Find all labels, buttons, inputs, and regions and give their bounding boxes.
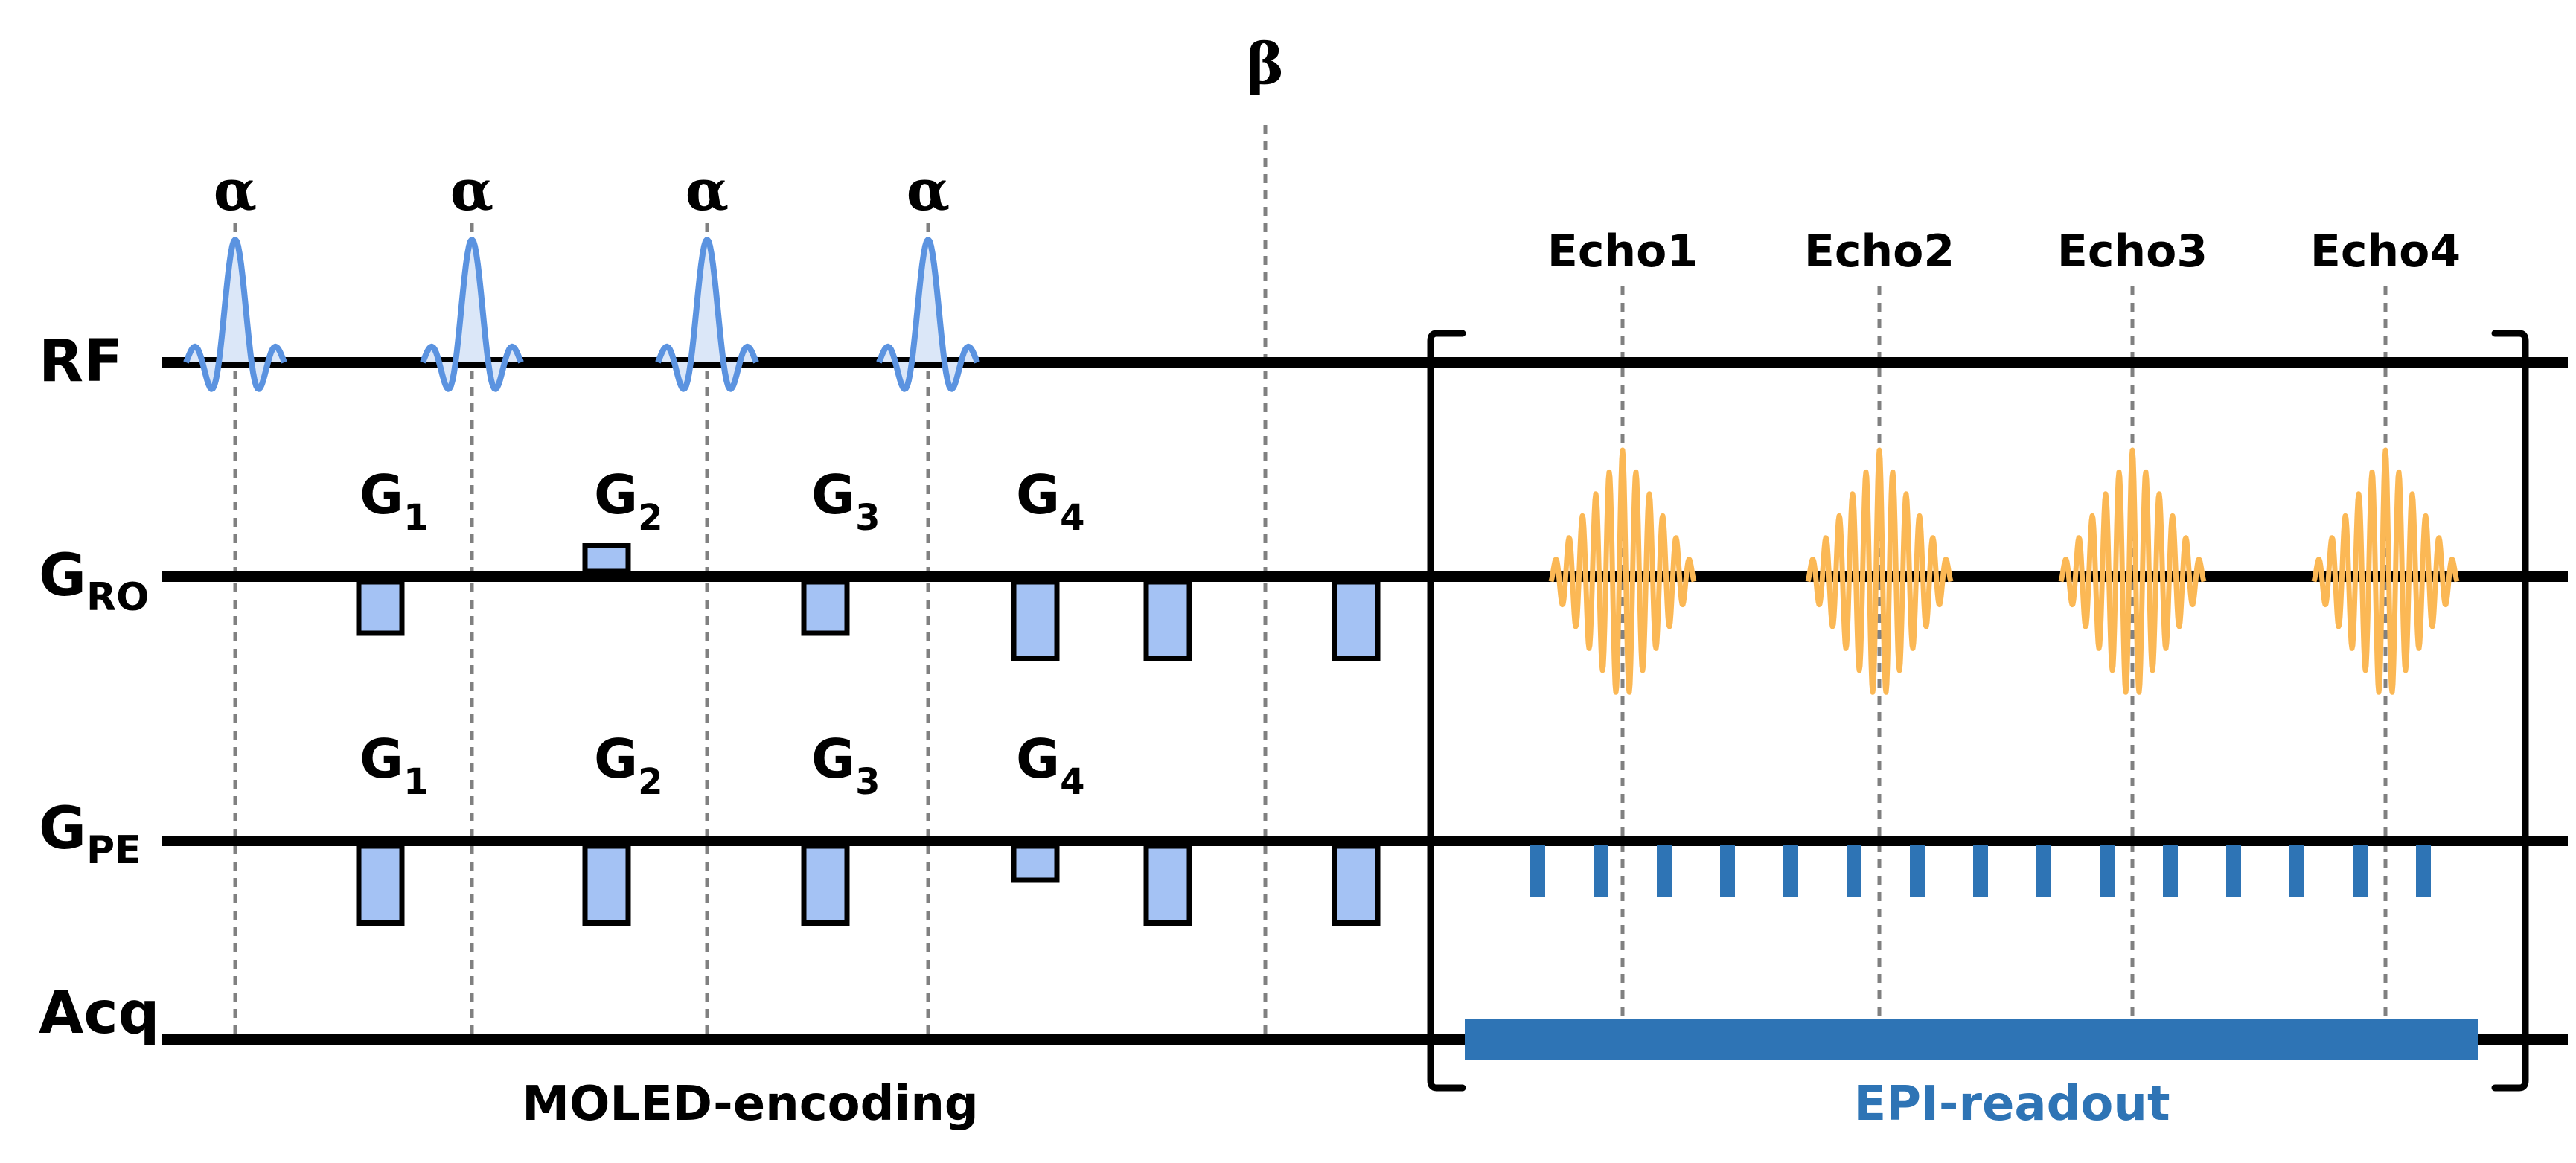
epi-phase-blips <box>1530 845 2431 897</box>
rf-sinc-pulse <box>420 237 524 392</box>
epi-blip <box>1594 845 1608 897</box>
alpha-label: α <box>214 157 257 223</box>
gro-g1-label: G1 <box>359 464 429 539</box>
gpe-label-main: G <box>39 795 86 862</box>
gpe-g4-label: G4 <box>1016 728 1085 803</box>
epi-blip <box>2416 845 2431 897</box>
gradient-label-main: G <box>359 464 403 526</box>
epi-blip <box>1973 845 1988 897</box>
epi-blip <box>1530 845 1545 897</box>
gpe-g2-label: G2 <box>594 728 663 803</box>
gradient-label-main: G <box>1016 464 1060 526</box>
epi-blip <box>1720 845 1735 897</box>
gradient-label-subscript: 3 <box>855 761 880 803</box>
echo3-signal <box>2058 447 2207 695</box>
epi-blip <box>2163 845 2178 897</box>
epi-blip <box>1910 845 1925 897</box>
echo1-label: Echo1 <box>1547 225 1698 278</box>
readout-bracket-right <box>2491 330 2529 1092</box>
echo1-signal <box>1548 447 1697 695</box>
moled-encoding-label: MOLED-encoding <box>522 1077 978 1132</box>
alpha-label: α <box>685 157 729 223</box>
gro-label-subscript: RO <box>86 575 149 620</box>
gro-g4-label: G4 <box>1016 464 1085 539</box>
gradient-label-subscript: 2 <box>638 497 662 539</box>
rf-row-label: RF <box>39 328 123 395</box>
epi-blip <box>1657 845 1672 897</box>
epi-blip <box>2289 845 2304 897</box>
echo-signals <box>1548 447 2460 695</box>
epi-blip <box>2226 845 2241 897</box>
gro-lobe-g2 <box>582 543 631 574</box>
epi-blip <box>2100 845 2115 897</box>
epi-blip <box>1847 845 1861 897</box>
gpe-lobe-g3 <box>801 843 850 926</box>
gradient-label-main: G <box>811 464 855 526</box>
gpe-lobe-g4a <box>1011 843 1060 883</box>
acquisition-window-bar <box>1465 1019 2478 1060</box>
rf-sinc-pulse <box>655 237 759 392</box>
beta-label: β <box>1247 31 1284 97</box>
gpe-lobe-g1 <box>356 843 405 926</box>
gpe-label-subscript: PE <box>86 828 141 873</box>
epi-readout-label: EPI-readout <box>1853 1077 2170 1132</box>
gpe-g3-label: G3 <box>811 728 880 803</box>
alpha-label: α <box>907 157 950 223</box>
gpe-gradient-lobes <box>356 843 1381 926</box>
gro-lobe-g4b <box>1143 579 1192 661</box>
gradient-label-main: G <box>1016 728 1060 790</box>
readout-bracket-left <box>1427 330 1466 1092</box>
echo4-label: Echo4 <box>2310 225 2461 278</box>
gradient-label-subscript: 3 <box>855 497 880 539</box>
echo-labels: Echo1 Echo2 Echo3 Echo4 <box>1547 225 2461 278</box>
gro-lobe-g1 <box>356 579 405 636</box>
alpha-label: α <box>450 157 493 223</box>
gro-gradient-lobes <box>356 543 1381 661</box>
rf-sinc-pulse <box>183 237 287 392</box>
gpe-lobe-g4b <box>1143 843 1192 926</box>
gro-lobe-g3 <box>801 579 850 636</box>
gpe-g1-label: G1 <box>359 728 429 803</box>
gpe-lobe-crusher <box>1332 843 1381 926</box>
gradient-label-subscript: 2 <box>638 761 662 803</box>
gro-g2-label: G2 <box>594 464 663 539</box>
gradient-label-main: G <box>594 728 638 790</box>
gro-lobe-g4a <box>1011 579 1060 661</box>
gradient-label-subscript: 4 <box>1060 497 1084 539</box>
gradient-label-main: G <box>811 728 855 790</box>
acq-row-label: Acq <box>39 980 159 1047</box>
rf-sinc-pulse <box>876 237 980 392</box>
epi-blip <box>2036 845 2051 897</box>
gpe-lobe-g2 <box>582 843 631 926</box>
gro-label-main: G <box>39 542 86 609</box>
echo2-label: Echo2 <box>1804 225 1955 278</box>
epi-blip <box>1783 845 1798 897</box>
gradient-label-subscript: 1 <box>403 497 428 539</box>
echo3-label: Echo3 <box>2057 225 2208 278</box>
echo4-signal <box>2311 447 2460 695</box>
echo2-signal <box>1805 447 1954 695</box>
gradient-label-subscript: 4 <box>1060 761 1084 803</box>
gradient-label-subscript: 1 <box>403 761 428 803</box>
gpe-row-label: GPE <box>39 795 141 873</box>
gro-g3-label: G3 <box>811 464 880 539</box>
gradient-label-main: G <box>594 464 638 526</box>
gradient-label-main: G <box>359 728 403 790</box>
epi-blip <box>2353 845 2368 897</box>
gro-row-label: GRO <box>39 542 149 620</box>
gro-lobe-crusher <box>1332 579 1381 661</box>
